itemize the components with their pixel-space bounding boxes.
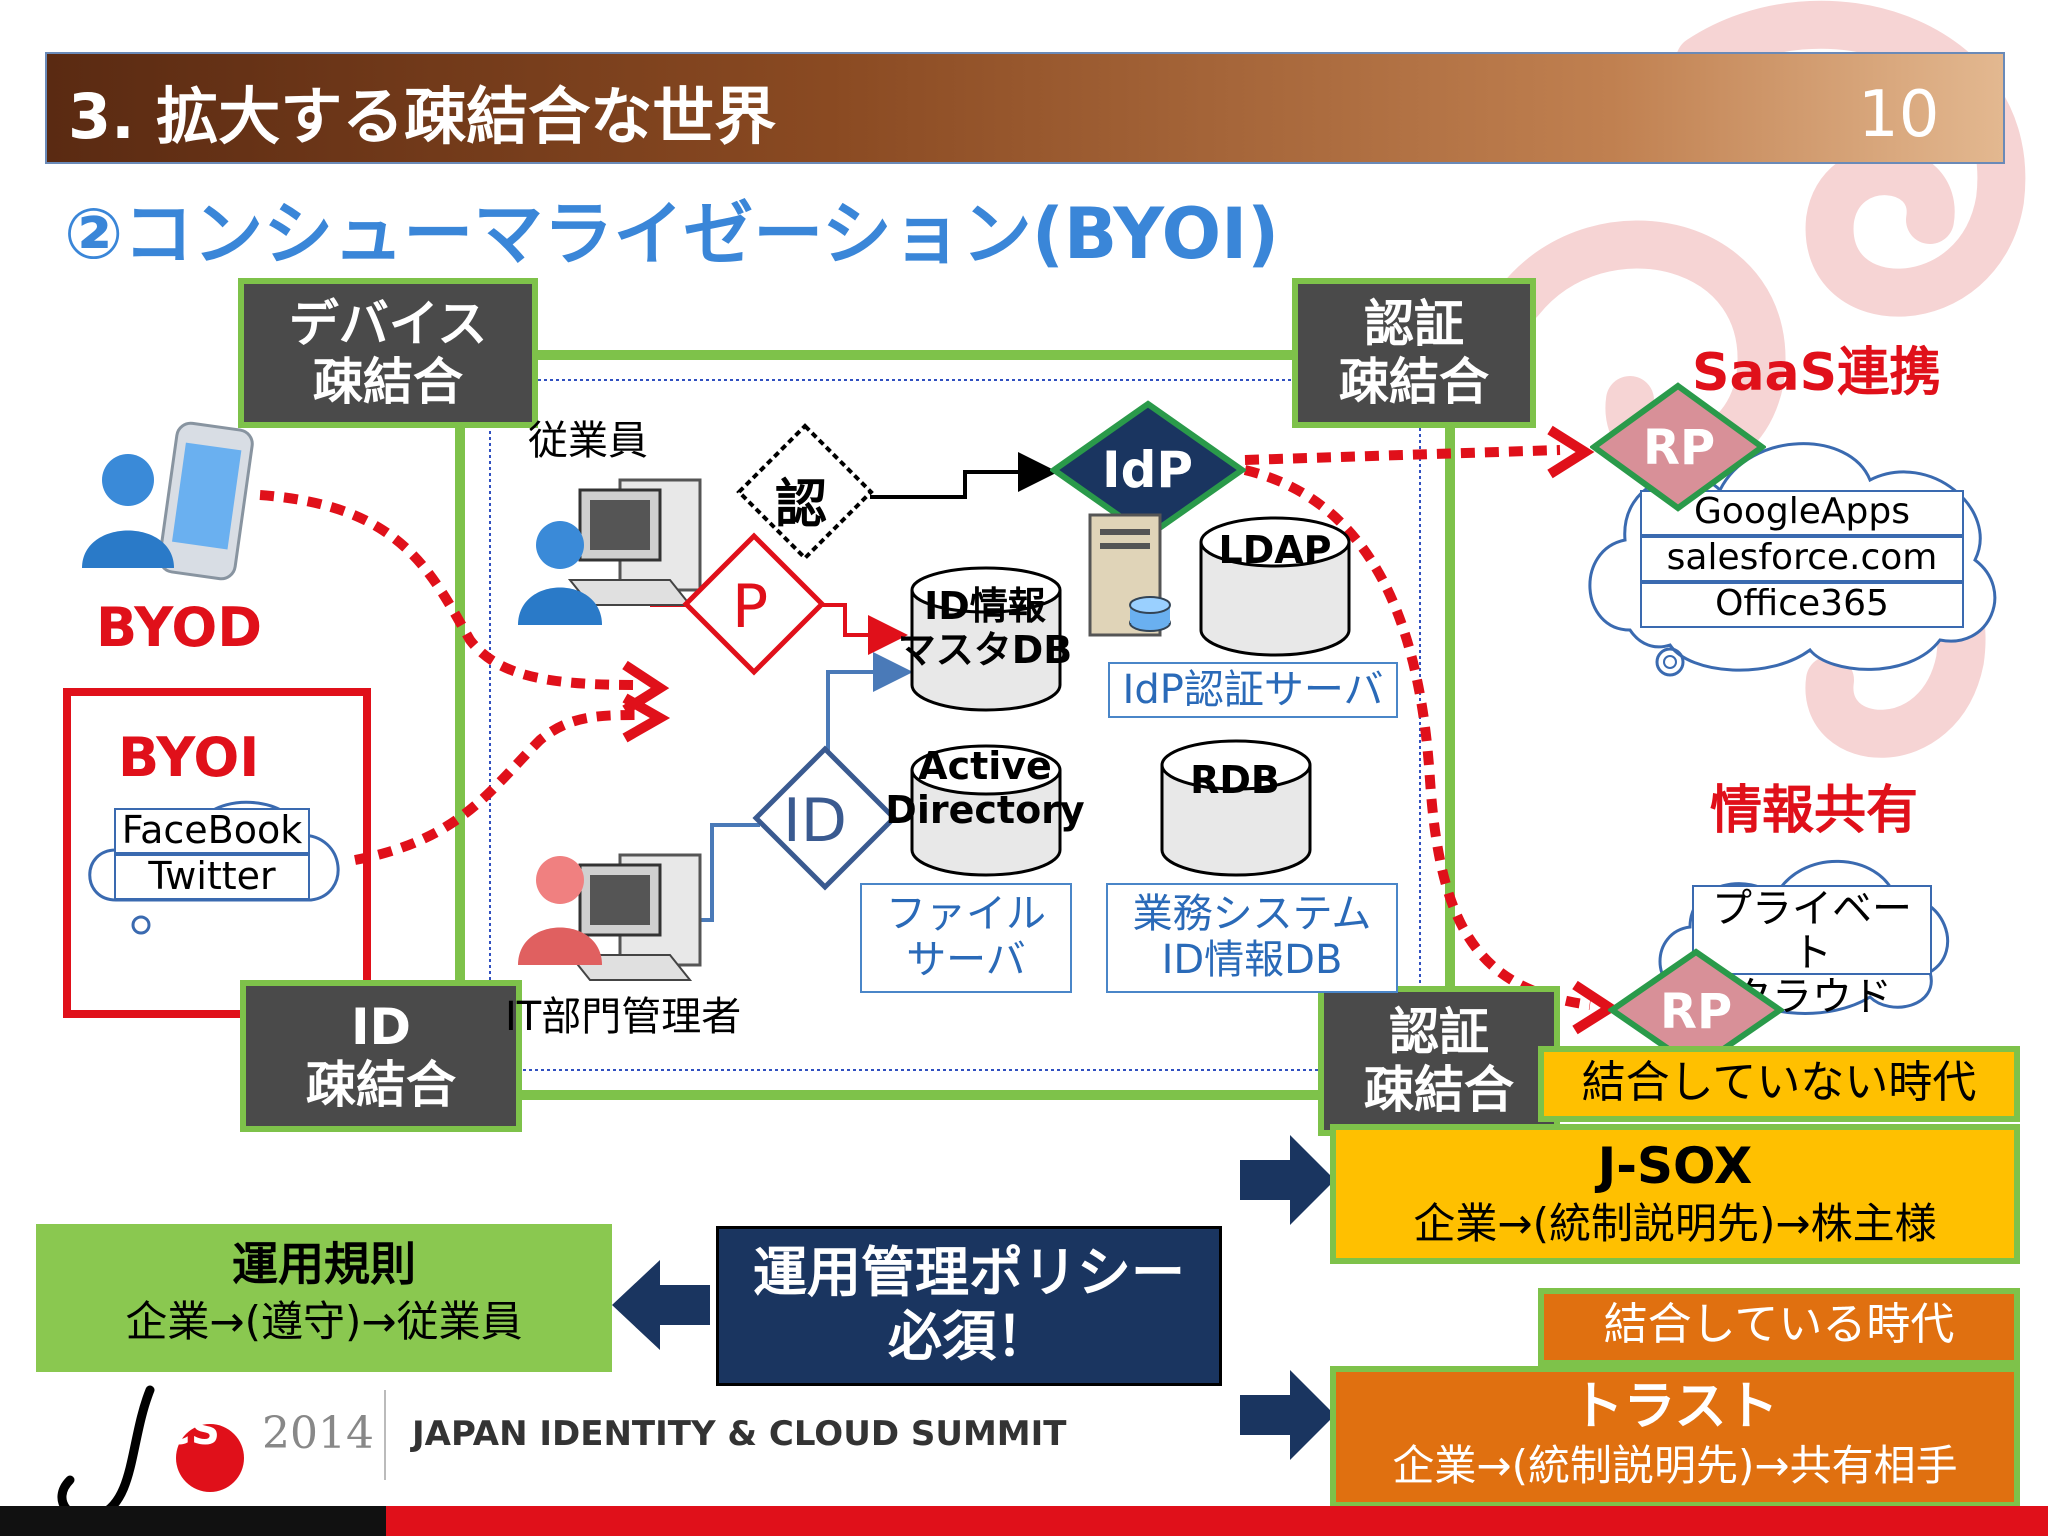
jsox-desc: 企業→(統制説明先)→株主様: [1413, 1199, 1937, 1248]
byoi-label: BYOI: [118, 726, 260, 789]
slide-title: 3. 拡大する疎結合な世界: [68, 80, 777, 153]
rdb-cylinder: [1160, 739, 1312, 877]
trust-box: トラスト 企業→(統制説明先)→共有相手: [1330, 1366, 2020, 1508]
device-loose-coupling-box: デバイス 疎結合: [238, 278, 538, 428]
rp-top-label: RP: [1643, 420, 1716, 476]
id-master-line1: ID情報: [924, 584, 1046, 628]
byod-label: BYOD: [96, 596, 263, 659]
slide-subtitle: ②コンシューマライゼーション(BYOI): [64, 193, 1280, 275]
office365-service-box: Office365: [1640, 582, 1964, 628]
policy-line2: 必須！: [888, 1305, 1050, 1368]
jsox-box: J-SOX 企業→(統制説明先)→株主様: [1330, 1124, 2020, 1264]
policy-line1: 運用管理ポリシー: [753, 1241, 1185, 1304]
auth-loose-coupling-top-box: 認証 疎結合: [1292, 278, 1536, 428]
id-master-db-label: ID情報 マスタDB: [890, 584, 1080, 672]
auth-top-line2: 疎結合: [1339, 353, 1489, 411]
private-cloud-line1: プライベート: [1712, 886, 1912, 976]
footer-bar-red: [386, 1506, 2048, 1536]
it-admin-computer-icon: [518, 853, 702, 981]
idp-diamond-label: IdP: [1102, 441, 1194, 499]
facebook-service-box: FaceBook: [114, 808, 310, 854]
salesforce-service-box: salesforce.com: [1640, 536, 1964, 582]
provision-diamond: [682, 532, 826, 676]
auth-diamond-label: 認: [775, 475, 828, 535]
business-db-line2: ID情報DB: [1161, 937, 1343, 983]
id-diamond: [752, 745, 898, 891]
footer-divider: [384, 1390, 386, 1480]
idp-server-icon: [1088, 513, 1171, 637]
active-directory-cylinder: [910, 744, 1062, 877]
info-share-label: 情報共有: [1710, 781, 1919, 841]
unlinked-era-title-box: 結合していない時代: [1538, 1046, 2020, 1122]
business-db-line1: 業務システム: [1132, 891, 1372, 937]
idp-auth-server-label: IdP認証サーバ: [1108, 662, 1398, 718]
id-master-db-cylinder: [910, 566, 1062, 712]
ldap-db-label: LDAP: [1218, 528, 1332, 572]
trust-desc: 企業→(統制説明先)→共有相手: [1392, 1441, 1958, 1490]
auth-top-line1: 認証: [1364, 295, 1464, 353]
trust-title: トラスト: [1571, 1377, 1779, 1437]
rp-top-diamond: [1590, 382, 1766, 512]
smartphone-user-icon: [82, 421, 254, 581]
provision-diamond-label: P: [732, 572, 769, 642]
footer-summit-text: JAPAN IDENTITY & CLOUD SUMMIT: [412, 1414, 1067, 1454]
id-loose-coupling-box: ID 疎結合: [240, 980, 522, 1132]
employee-computer-icon: [518, 478, 702, 625]
id-diamond-label: ID: [783, 786, 847, 856]
footer-year: 2014: [262, 1408, 374, 1459]
file-server-line2: サーバ: [906, 937, 1026, 983]
footer-bar-black: [0, 1506, 386, 1536]
file-server-line1: ファイル: [886, 891, 1046, 937]
ldap-db-cylinder: [1199, 516, 1351, 657]
saas-label: SaaS連携: [1692, 343, 1942, 403]
id-box-line1: ID: [350, 998, 412, 1056]
linked-era-title-box: 結合している時代: [1538, 1288, 2020, 1366]
rp-bottom-label: RP: [1660, 984, 1733, 1040]
rules-desc: 企業→(遵守)→従業員: [125, 1297, 523, 1346]
auth-diamond: [736, 423, 874, 561]
business-db-label: 業務システム ID情報DB: [1106, 883, 1398, 993]
auth-bottom-line2: 疎結合: [1364, 1061, 1514, 1119]
header-bar: [45, 52, 2005, 164]
device-box-line1: デバイス: [288, 295, 488, 353]
rdb-label: RDB: [1190, 758, 1280, 802]
id-master-line2: マスタDB: [897, 628, 1073, 672]
jsox-title: J-SOX: [1597, 1137, 1753, 1195]
googleapps-service-box: GoogleApps: [1640, 490, 1964, 536]
auth-bottom-line1: 認証: [1389, 1003, 1489, 1061]
twitter-service-box: Twitter: [114, 854, 310, 900]
rules-title: 運用規則: [232, 1237, 416, 1291]
policy-required-box: 運用管理ポリシー 必須！: [716, 1226, 1222, 1386]
auth-loose-coupling-bottom-box: 認証 疎結合: [1318, 986, 1560, 1136]
active-directory-label: Active Directory: [880, 744, 1090, 832]
id-box-line2: 疎結合: [306, 1056, 456, 1114]
it-admin-label: IT部門管理者: [505, 994, 742, 1040]
ad-line2: Directory: [885, 788, 1085, 832]
page-number: 10: [1858, 78, 1940, 152]
logo-ics-text: ICS: [146, 1408, 220, 1454]
device-box-line2: 疎結合: [313, 353, 463, 411]
ad-line1: Active: [918, 744, 1052, 788]
file-server-label: ファイル サーバ: [860, 883, 1072, 993]
operation-rules-box: 運用規則 企業→(遵守)→従業員: [36, 1224, 612, 1372]
employee-label: 従業員: [528, 418, 648, 464]
